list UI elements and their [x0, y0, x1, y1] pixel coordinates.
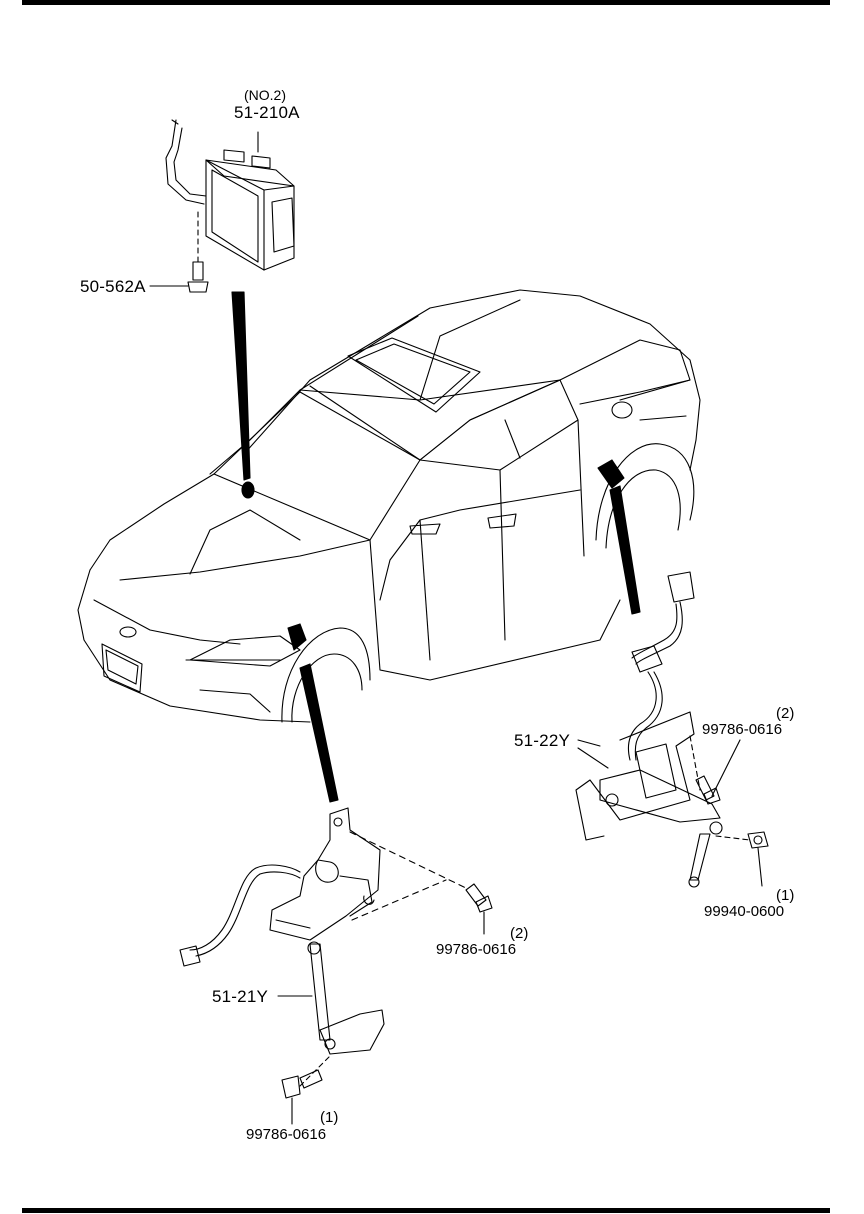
- rear-height-sensor-illustration: [575, 571, 751, 888]
- nut-rear-lower-illustration: [747, 831, 769, 887]
- rear-sensor-label: 51-22Y: [514, 731, 571, 750]
- front-sensor-pointer: [299, 663, 339, 803]
- bolt-rear-upper-illustration: [695, 739, 741, 805]
- bolt-front-upper-qty-label: (2): [510, 925, 529, 942]
- top-border-rule: [22, 0, 830, 5]
- bolt-control-unit-label: 50-562A: [80, 277, 146, 296]
- bolt-rear-upper-label: 99786-0616: [702, 721, 783, 738]
- control-unit-illustration: [165, 119, 295, 271]
- bolt-front-upper-label: 99786-0616: [436, 941, 517, 958]
- nut-rear-lower-qty-label: (1): [776, 887, 795, 904]
- bolt-front-lower-illustration: [281, 1055, 331, 1125]
- control-unit-qualifier-label: (NO.2): [244, 87, 286, 103]
- front-height-sensor-illustration: [179, 807, 467, 1055]
- bolt-front-lower-qty-label: (1): [320, 1109, 339, 1126]
- bolt-front-lower-label: 99786-0616: [246, 1126, 327, 1143]
- control-unit-part-label: 51-210A: [234, 103, 300, 122]
- nut-rear-lower-label: 99940-0600: [704, 903, 785, 920]
- rear-sensor-pointer: [609, 485, 641, 615]
- front-sensor-label: 51-21Y: [212, 987, 269, 1006]
- bolt-50-562A-illustration: [149, 261, 209, 293]
- bolt-front-upper-illustration: [465, 883, 493, 935]
- bottom-border-rule: [22, 1208, 830, 1213]
- bolt-rear-upper-qty-label: (2): [776, 705, 795, 722]
- vehicle-outline-illustration: [77, 289, 701, 723]
- control-unit-pointer: [231, 291, 251, 481]
